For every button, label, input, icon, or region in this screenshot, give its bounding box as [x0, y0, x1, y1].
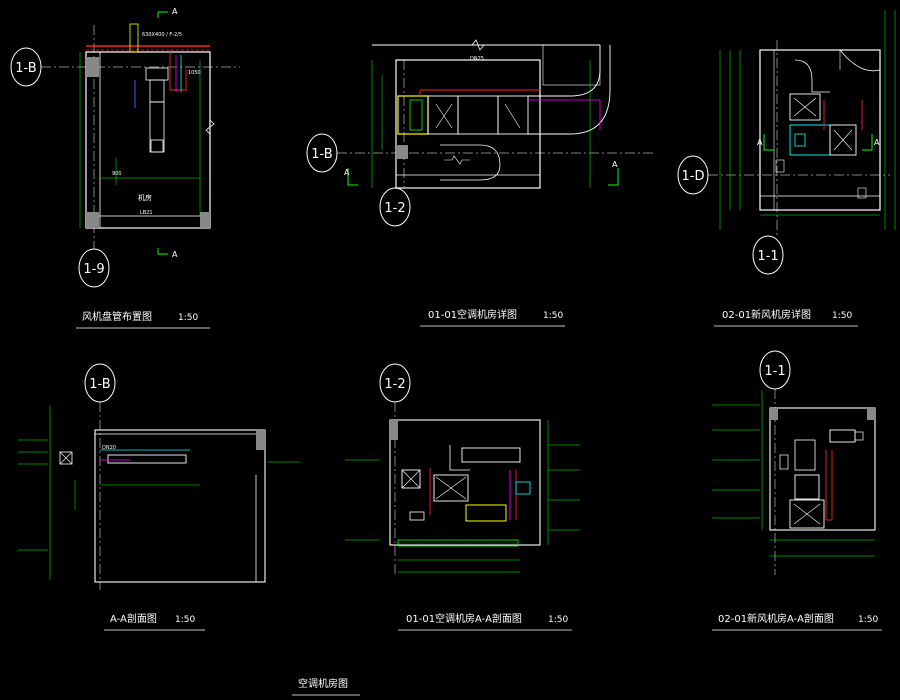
drawing-title: 01-01空调机房A-A剖面图 — [406, 612, 522, 625]
grid-label: 1-B — [311, 147, 332, 162]
grid-label: 1-1 — [764, 364, 785, 379]
section-mark: A — [172, 250, 178, 259]
room-code: LB21 — [140, 210, 153, 216]
drawing-ahu-section: 1-2 01-01空调机房A-A剖面图 1:50 — [345, 363, 580, 631]
drawing-scale: 1:50 — [548, 615, 568, 625]
drawing-ahu-room-plan: 1-B 1-2 — [306, 39, 655, 327]
drawing-title: 02-01新风机房A-A剖面图 — [718, 612, 834, 625]
svg-text:1050: 1050 — [188, 70, 201, 76]
section-mark: A — [612, 160, 618, 169]
svg-text:900: 900 — [112, 171, 122, 177]
section-mark: A — [172, 7, 178, 16]
grid-label: 1-B — [89, 377, 110, 392]
drawing-section-a-a: 1-B DN20 A-A剖面图 1:50 — [18, 363, 300, 631]
section-mark: A — [757, 138, 763, 147]
drawing-title: 01-01空调机房详图 — [428, 308, 517, 321]
grid-label: 1-2 — [384, 377, 405, 392]
svg-text:630X400 / F-2/5: 630X400 / F-2/5 — [142, 32, 182, 38]
grid-bubble-1-1-top: 1-1 — [752, 235, 784, 275]
drawing-title: 02-01新风机房详图 — [722, 308, 811, 321]
grid-label: 1-1 — [757, 249, 778, 264]
pipe-label: DN20 — [102, 445, 116, 451]
drawing-fan-coil-plan: 1-B 1-9 900 630X400 / F- — [10, 7, 240, 329]
drawing-scale: 1:50 — [175, 615, 195, 625]
grid-label: 1-9 — [83, 262, 104, 277]
grid-label: 1-B — [15, 61, 36, 76]
sheet-title-block: 空调机房图 — [292, 677, 360, 696]
drawing-scale: 1:50 — [178, 313, 198, 323]
grid-bubble-1-2-top: 1-2 — [379, 187, 411, 227]
section-mark: A — [344, 168, 350, 177]
room-name: 机房 — [138, 193, 152, 202]
section-mark: A — [874, 138, 880, 147]
svg-text:DN25: DN25 — [470, 56, 484, 62]
drawing-scale: 1:50 — [858, 615, 878, 625]
drawing-fresh-air-section: 1-1 02-01新风机房A-A剖面图 1:50 — [712, 350, 882, 631]
drawing-scale: 1:50 — [543, 311, 563, 321]
grid-label: 1-D — [682, 169, 705, 184]
drawing-scale: 1:50 — [832, 311, 852, 321]
drawing-title: A-A剖面图 — [110, 612, 157, 625]
drawing-title: 风机盘管布置图 — [82, 310, 152, 323]
sheet-title: 空调机房图 — [298, 677, 348, 690]
grid-label: 1-2 — [384, 201, 405, 216]
drawing-fresh-air-room-plan: 1-D 1-1 A — [677, 10, 896, 327]
